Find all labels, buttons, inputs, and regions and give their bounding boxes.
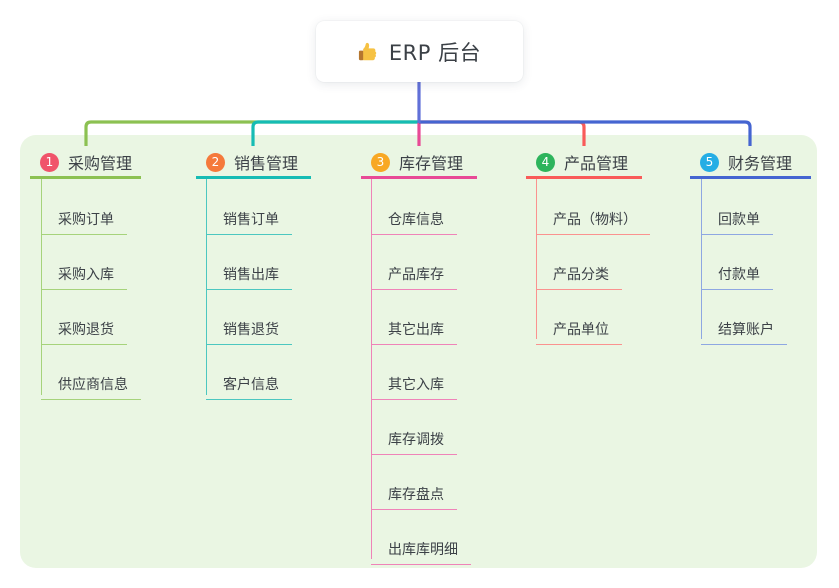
child-node[interactable]: 采购退货 — [41, 310, 127, 345]
badge-number-1: 1 — [40, 152, 59, 172]
child-node[interactable]: 仓库信息 — [371, 200, 457, 235]
branch-child-line — [41, 179, 43, 395]
child-node[interactable]: 结算账户 — [701, 310, 787, 345]
child-label: 产品单位 — [553, 322, 609, 338]
badge-number-4: 4 — [536, 152, 555, 172]
child-node[interactable]: 库存盘点 — [371, 475, 457, 510]
child-label: 回款单 — [718, 212, 760, 228]
branch-label: 库存管理 — [399, 154, 464, 173]
child-node[interactable]: 采购入库 — [41, 255, 127, 290]
child-node[interactable]: 供应商信息 — [41, 365, 141, 400]
branch-label: 财务管理 — [728, 154, 793, 173]
child-label: 销售退货 — [223, 322, 279, 338]
branch-label: 采购管理 — [68, 154, 133, 173]
child-node[interactable]: 采购订单 — [41, 200, 127, 235]
branch-label: 产品管理 — [564, 154, 629, 173]
child-label: 产品库存 — [388, 267, 444, 283]
badge-number-3: 3 — [371, 152, 390, 172]
child-label: 供应商信息 — [58, 377, 128, 393]
branch-child-line — [701, 179, 703, 339]
child-label: 库存盘点 — [388, 487, 444, 503]
child-node[interactable]: 产品库存 — [371, 255, 457, 290]
child-label: 其它出库 — [388, 322, 444, 338]
child-label: 销售出库 — [223, 267, 279, 283]
child-label: 付款单 — [718, 267, 760, 283]
branch-child-line — [536, 179, 538, 339]
badge-number-5: 5 — [700, 152, 719, 172]
branch-child-line — [206, 179, 208, 395]
child-label: 采购入库 — [58, 267, 114, 283]
branch-node-inventory[interactable]: 3 库存管理 — [361, 148, 477, 179]
child-node[interactable]: 客户信息 — [206, 365, 292, 400]
child-node[interactable]: 产品分类 — [536, 255, 622, 290]
badge-number-2: 2 — [206, 152, 225, 172]
child-node[interactable]: 销售出库 — [206, 255, 292, 290]
child-node[interactable]: 回款单 — [701, 200, 773, 235]
child-label: 产品分类 — [553, 267, 609, 283]
child-node[interactable]: 产品（物料） — [536, 200, 650, 235]
child-label: 采购退货 — [58, 322, 114, 338]
child-label: 其它入库 — [388, 377, 444, 393]
branch-node-purchase[interactable]: 1 采购管理 — [30, 148, 141, 179]
child-label: 仓库信息 — [388, 212, 444, 228]
root-node[interactable]: ERP 后台 — [316, 21, 523, 82]
child-node[interactable]: 销售订单 — [206, 200, 292, 235]
child-node[interactable]: 出库库明细 — [371, 530, 471, 565]
branch-node-product[interactable]: 4 产品管理 — [526, 148, 642, 179]
child-label: 库存调拨 — [388, 432, 444, 448]
child-label: 采购订单 — [58, 212, 114, 228]
child-label: 结算账户 — [718, 322, 774, 338]
child-label: 出库库明细 — [388, 542, 458, 558]
child-node[interactable]: 产品单位 — [536, 310, 622, 345]
thumbs-up-icon — [358, 41, 380, 63]
child-node[interactable]: 销售退货 — [206, 310, 292, 345]
child-label: 销售订单 — [223, 212, 279, 228]
child-node[interactable]: 库存调拨 — [371, 420, 457, 455]
child-node[interactable]: 其它出库 — [371, 310, 457, 345]
child-label: 产品（物料） — [553, 212, 637, 228]
branch-node-sales[interactable]: 2 销售管理 — [196, 148, 311, 179]
branch-child-line — [371, 179, 373, 559]
child-label: 客户信息 — [223, 377, 279, 393]
mindmap-canvas — [20, 135, 817, 568]
root-title: ERP 后台 — [388, 40, 482, 65]
child-node[interactable]: 付款单 — [701, 255, 773, 290]
branch-label: 销售管理 — [234, 154, 299, 173]
branch-node-finance[interactable]: 5 财务管理 — [690, 148, 811, 179]
child-node[interactable]: 其它入库 — [371, 365, 457, 400]
